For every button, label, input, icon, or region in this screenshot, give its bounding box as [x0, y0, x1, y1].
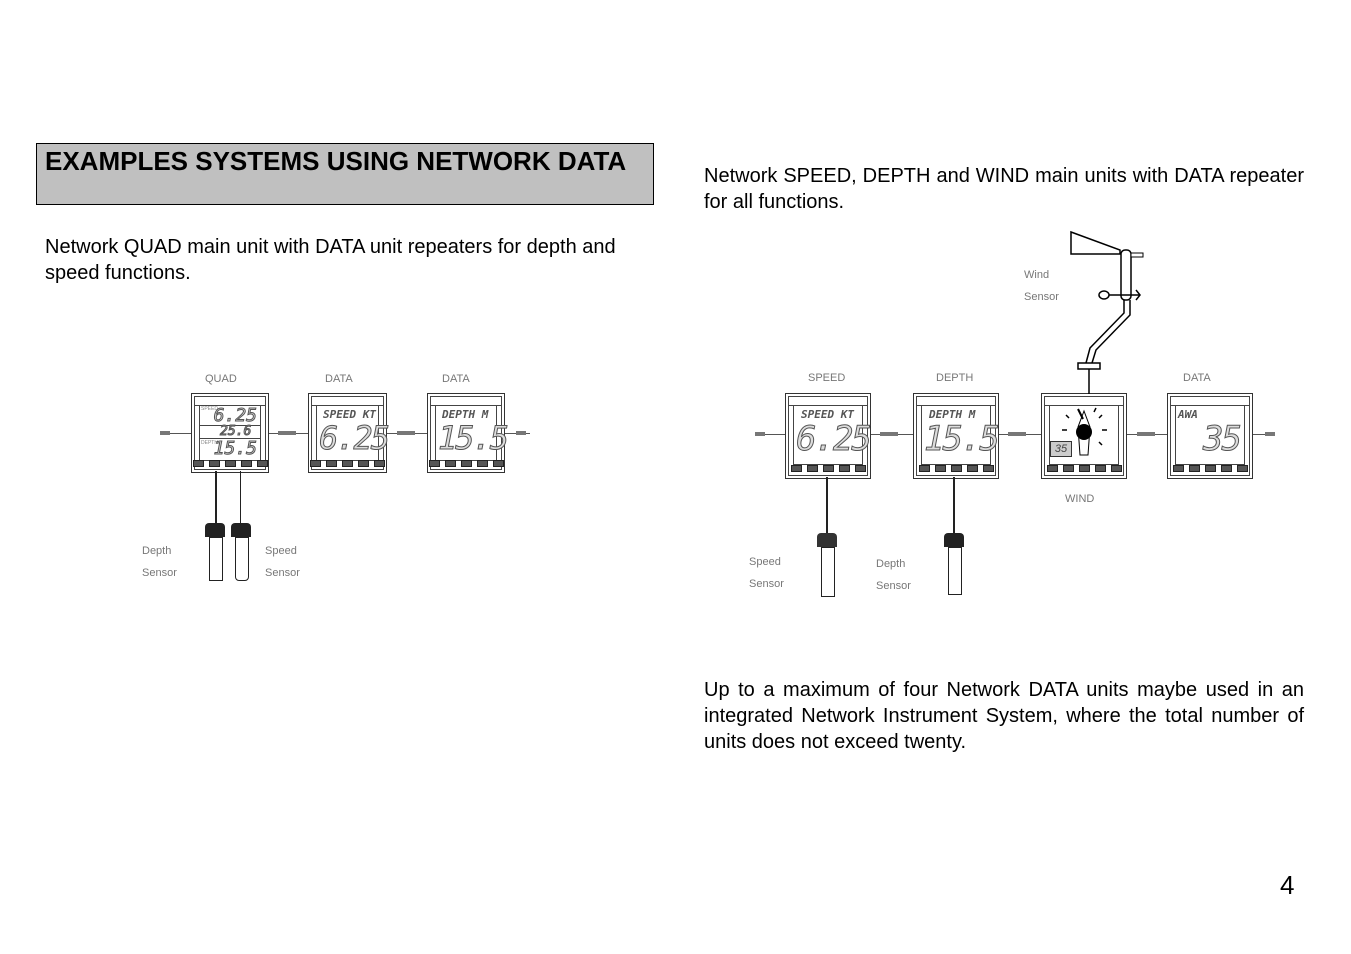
unit-label: DATA [325, 373, 353, 385]
display-value: 6.25 [796, 419, 873, 460]
unit-buttons[interactable] [428, 460, 504, 467]
display-value: 15.5 [924, 419, 1001, 460]
display-title: SPEED KT [323, 408, 376, 421]
bus-connector [397, 431, 415, 435]
unit-label: QUAD [205, 373, 237, 385]
display-value: 35 [1203, 419, 1243, 460]
sensor-cable [215, 471, 217, 523]
sensor-cable [826, 477, 828, 533]
display-title: AWA [1178, 408, 1198, 421]
unit-buttons[interactable] [1042, 465, 1126, 472]
display-title: DEPTH M [442, 408, 489, 421]
page-number: 4 [1280, 870, 1295, 900]
sensor-cable [240, 471, 241, 523]
section-heading: EXAMPLES SYSTEMS USING NETWORK DATA [36, 143, 654, 205]
right-intro: Network SPEED, DEPTH and WIND main units… [704, 165, 1304, 213]
wind-speed-value: 35 [1050, 441, 1072, 457]
left-intro: Network QUAD main unit with DATA unit re… [45, 236, 616, 284]
display-value: 15.5 [437, 419, 509, 458]
bus-connector [1008, 432, 1026, 436]
bus-connector [516, 431, 526, 435]
speed-caption: SPEED [201, 406, 218, 412]
unit-buttons[interactable] [192, 460, 268, 467]
speed-value: 6.25 [213, 405, 257, 427]
quad-unit: SPEED 6.25 25.6 DEPTH 15.5 [191, 393, 269, 473]
data-unit-depth: DEPTH M 15.5 [427, 393, 510, 473]
unit-buttons[interactable] [309, 460, 386, 467]
unit-buttons[interactable] [786, 465, 870, 472]
data-unit-awa: AWA 35 [1167, 393, 1253, 479]
bus-connector [880, 432, 898, 436]
depth-caption: DEPTH [201, 440, 218, 446]
display-value: 6.25 [318, 419, 390, 458]
unit-label: SPEED [808, 372, 846, 384]
wind-unit: 35 [1041, 393, 1127, 479]
bus-connector [160, 431, 170, 435]
bus-connector [278, 431, 296, 435]
speed-unit: SPEED KT 6.25 [785, 393, 873, 479]
mid-value: 25.6 [219, 424, 252, 440]
depth-unit: DEPTH M 15.5 [913, 393, 1001, 479]
unit-label: DEPTH [936, 372, 974, 384]
sensor-cable [953, 477, 955, 533]
unit-buttons[interactable] [914, 465, 998, 472]
unit-buttons[interactable] [1168, 465, 1252, 472]
depth-value: 15.5 [213, 438, 257, 460]
display-title: SPEED KT [801, 408, 854, 421]
unit-label: WIND [1065, 493, 1095, 505]
display-title: DEPTH M [929, 408, 976, 421]
unit-label: DATA [1183, 372, 1211, 384]
wind-sensor-icon [1070, 230, 1144, 394]
data-unit-speed: SPEED KT 6.25 [308, 393, 391, 473]
unit-label: DATA [442, 373, 470, 385]
bus-connector [1265, 432, 1275, 436]
bus-connector [1137, 432, 1155, 436]
bus-connector [755, 432, 765, 436]
wind-dial-icon [1062, 407, 1107, 456]
network-note: Up to a maximum of four Network DATA uni… [704, 679, 1304, 753]
